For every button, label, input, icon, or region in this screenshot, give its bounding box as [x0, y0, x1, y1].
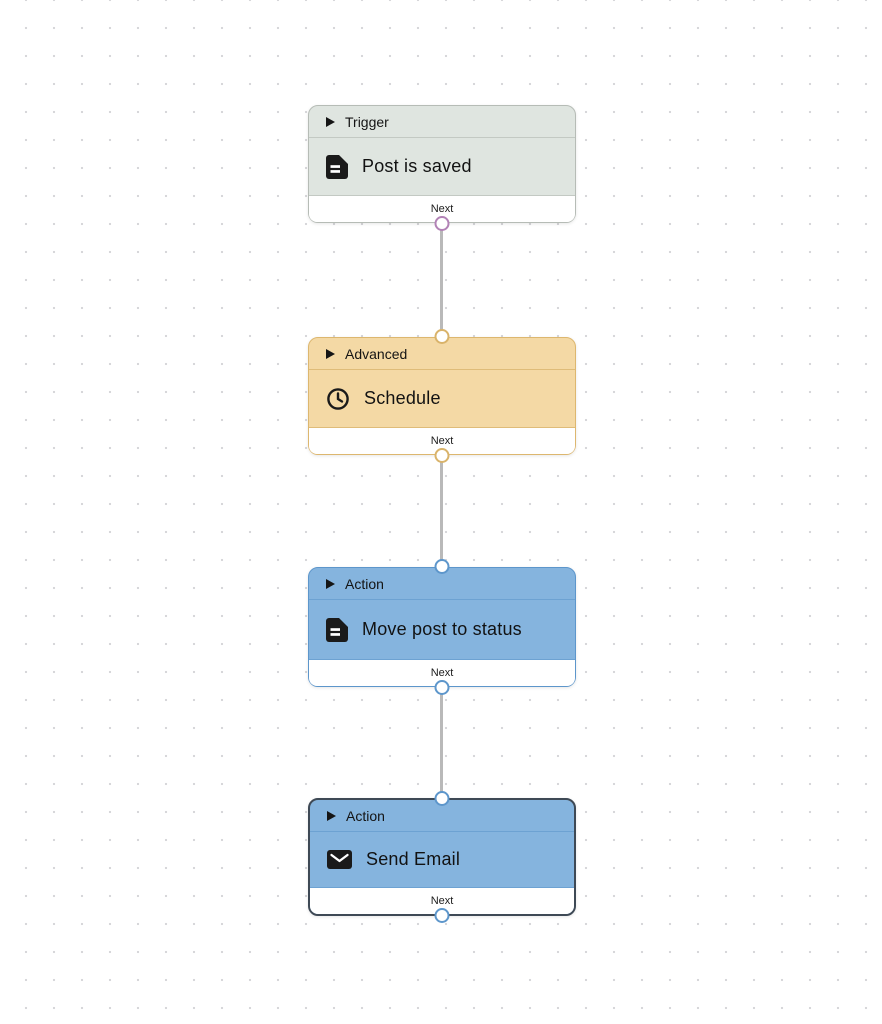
node-title: Schedule: [364, 388, 441, 408]
input-port[interactable]: [434, 329, 450, 344]
next-label: Next: [430, 435, 454, 447]
node-advanced[interactable]: Advanced Schedule Next: [308, 329, 576, 463]
envelope-icon: [327, 850, 352, 869]
node-action-send-email[interactable]: Action Send Email Next: [308, 791, 576, 923]
node-footer: Next: [309, 659, 575, 686]
node-trigger[interactable]: Trigger Post is saved Next: [308, 105, 576, 231]
document-icon: [326, 617, 348, 642]
node-header[interactable]: Trigger: [309, 106, 575, 138]
output-port[interactable]: [434, 448, 450, 463]
input-port[interactable]: [434, 559, 450, 574]
node-body: Post is saved: [309, 138, 575, 195]
node-category-label: Advanced: [345, 345, 408, 362]
edge-action1-to-action2: [440, 687, 443, 798]
output-port[interactable]: [434, 908, 450, 923]
collapse-triangle-icon: [326, 116, 335, 127]
output-port[interactable]: [434, 216, 450, 231]
node-body: Send Email: [310, 832, 574, 887]
node-header[interactable]: Action: [310, 800, 574, 832]
node-body: Move post to status: [309, 600, 575, 659]
node-header[interactable]: Action: [309, 568, 575, 600]
next-label: Next: [430, 895, 454, 907]
node-action-move-post[interactable]: Action Move post to status Next: [308, 559, 576, 695]
collapse-triangle-icon: [326, 348, 335, 359]
edge-trigger-to-advanced: [440, 223, 443, 337]
next-label: Next: [430, 203, 454, 215]
node-title: Move post to status: [362, 619, 522, 639]
node-title: Send Email: [366, 849, 461, 869]
collapse-triangle-icon: [327, 810, 336, 821]
clock-icon: [326, 387, 350, 411]
document-icon: [326, 154, 348, 179]
node-category-label: Trigger: [345, 113, 389, 130]
node-header[interactable]: Advanced: [309, 338, 575, 370]
node-category-label: Action: [345, 575, 384, 592]
node-body: Schedule: [309, 370, 575, 427]
output-port[interactable]: [434, 680, 450, 695]
input-port[interactable]: [434, 791, 450, 806]
edge-advanced-to-action1: [440, 455, 443, 567]
collapse-triangle-icon: [326, 578, 335, 589]
node-category-label: Action: [346, 807, 385, 824]
next-label: Next: [430, 667, 454, 679]
node-title: Post is saved: [362, 156, 472, 176]
